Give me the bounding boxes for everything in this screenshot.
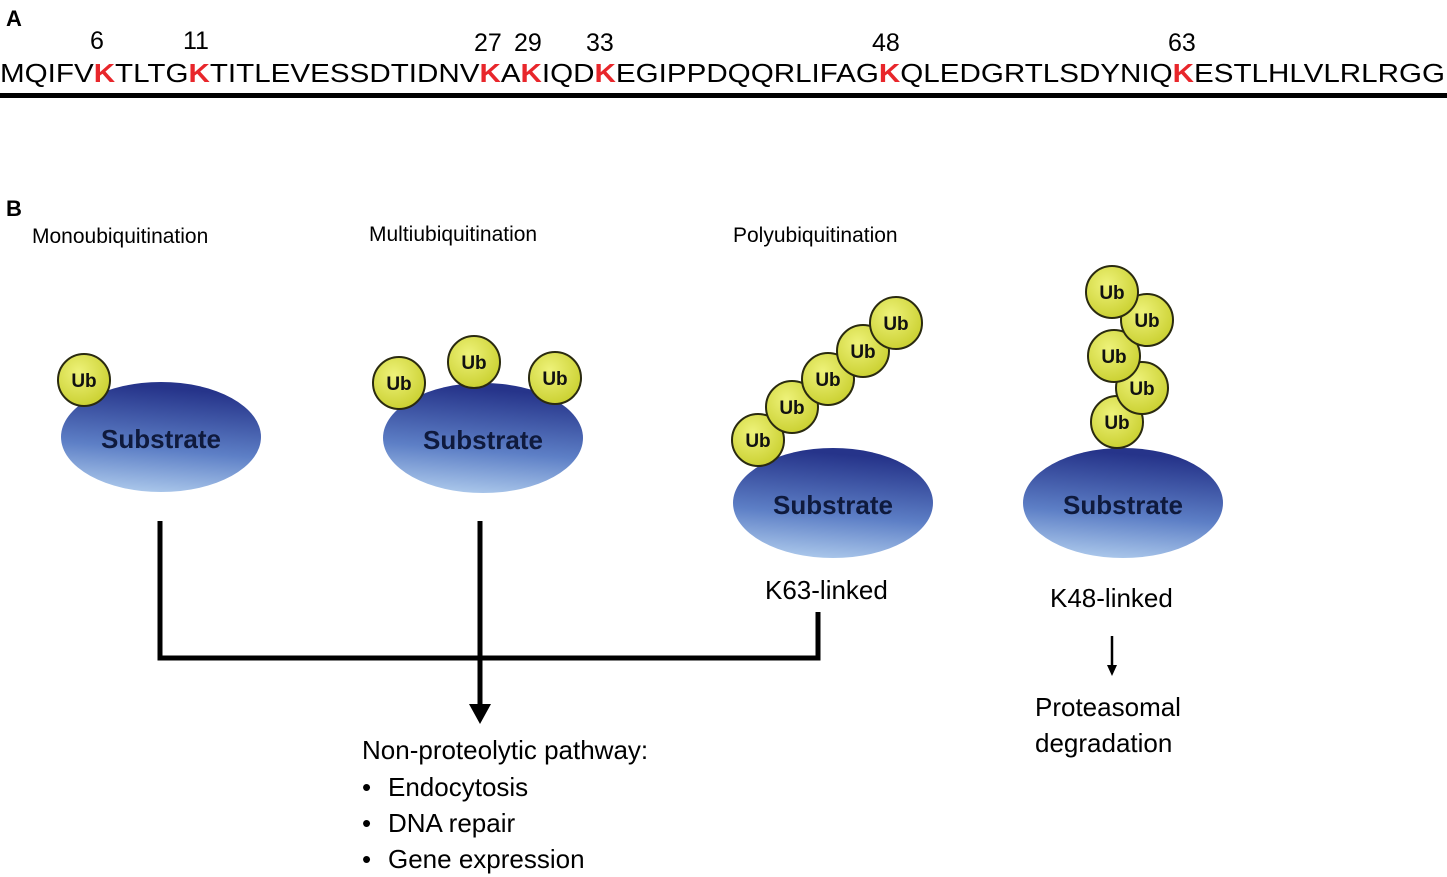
substrate-mono [61,382,261,492]
ub-circle [372,356,426,410]
k48-chain-ub: Ub [1087,329,1141,383]
sequence-segment: EGIPPDQQRLIFAG [615,58,879,88]
k63-chain-ub: Ub [801,352,855,406]
ub-label: Ub [883,314,908,335]
position-label-27: 27 [474,29,502,57]
ub-label: Ub [1129,379,1154,400]
position-label-11: 11 [183,27,209,55]
ub-circle [1120,293,1174,347]
non-proteolytic-arrow-head [469,704,491,724]
position-label-6: 6 [90,27,104,55]
k63-chain-ub: Ub [765,380,819,434]
ub-label: Ub [1134,311,1159,332]
substrate-label: Substrate [101,424,221,454]
ub-label: Ub [542,369,567,390]
k48-chain-ub: Ub [1085,265,1139,319]
ub-label: Ub [1101,347,1126,368]
position-label-48: 48 [872,29,900,57]
position-label-33: 33 [586,29,614,57]
pathway-item-gene-expression: Gene expression [388,844,585,874]
ub-circle [869,296,923,350]
ub-circle [447,335,501,389]
substrate-label: Substrate [773,490,893,520]
ub-label: Ub [386,374,411,395]
degradation-label: degradation [1035,728,1173,758]
pathway-title: Non-proteolytic pathway: [362,735,649,765]
k63-chain-ub: Ub [869,296,923,350]
ub-circle [765,380,819,434]
substrate-label: Substrate [1063,490,1183,520]
sequence-segment: A [500,58,521,88]
panel-b-letter: B [6,196,22,221]
multi-ub: Ub [372,356,426,410]
ub-circle [836,324,890,378]
substrate-k63 [733,448,933,558]
panel-a-letter: A [6,6,22,31]
sequence-segment: QLEDGRTLSDYNIQ [900,58,1173,88]
k48-chain-ub: Ub [1115,361,1169,415]
pathway-item-endocytosis: Endocytosis [388,772,529,802]
ub-circle [57,353,111,407]
ub-label: Ub [461,353,486,374]
lysine-residue: K [878,58,901,88]
pathway-item: • DNA repair [362,805,585,841]
ub-circle [731,413,785,467]
k48-chain-ub: Ub [1120,293,1174,347]
ub-label: Ub [850,342,875,363]
pathway-list: • Endocytosis • DNA repair • Gene expressio… [362,769,585,877]
sequence-segment: MQIFV [0,58,94,88]
lysine-residue: K [93,58,116,88]
ub-label: Ub [779,398,804,419]
lysine-residue: K [594,58,616,88]
k63-linked-label: K63-linked [765,575,888,605]
k63-chain-ub: Ub [731,413,785,467]
ub-label: Ub [815,370,840,391]
substrate-k48 [1023,448,1223,558]
sequence-segment: TLTG [115,58,189,88]
proteasomal-arrow-head [1107,665,1117,676]
ub-label: Ub [745,431,770,452]
ub-label: Ub [1099,283,1124,304]
lysine-residue: K [520,58,542,88]
pathway-item: • Endocytosis [362,769,585,805]
bullet: • [362,772,372,802]
lysine-residue: K [188,58,210,88]
ub-label: Ub [71,371,96,392]
lysine-residue: K [1172,58,1195,88]
ub-label: Ub [1104,413,1129,434]
bullet: • [362,844,372,874]
ub-circle [1087,329,1141,383]
title-polyubiquitination: Polyubiquitination [733,224,898,247]
proteasomal-label: Proteasomal [1035,692,1181,722]
sequence-segment: ESTLHLVLRLRGG [1194,58,1445,88]
sequence-segment: IQD [541,58,595,88]
mono-ub: Ub [57,353,111,407]
ub-circle [801,352,855,406]
k48-linked-label: K48-linked [1050,583,1173,613]
pathway-item-dna-repair: DNA repair [388,808,516,838]
multi-ub: Ub [447,335,501,389]
ub-circle [528,351,582,405]
lysine-residue: K [479,58,501,88]
pathway-item: • Gene expression [362,841,585,877]
position-label-63: 63 [1168,29,1196,57]
position-label-29: 29 [514,29,542,57]
title-monoubiquitination: Monoubiquitination [32,225,209,248]
ub-circle [1090,395,1144,449]
ub-circle [1115,361,1169,415]
k63-chain-ub: Ub [836,324,890,378]
title-multiubiquitination: Multiubiquitination [369,223,538,246]
connector-lines [157,521,821,706]
bullet: • [362,808,372,838]
multi-ub: Ub [528,351,582,405]
substrate-multi [383,383,583,493]
sequence-segment: TITLEVESSDTIDNV [209,58,480,88]
substrate-label: Substrate [423,425,543,455]
ubiquitin-sequence: MQIFVKTLTGKTITLEVESSDTIDNVKAKIQDKEGIPPDQ… [0,58,1445,89]
ub-circle [1085,265,1139,319]
sequence-underline [0,93,1447,98]
k48-chain-ub: Ub [1090,395,1144,449]
